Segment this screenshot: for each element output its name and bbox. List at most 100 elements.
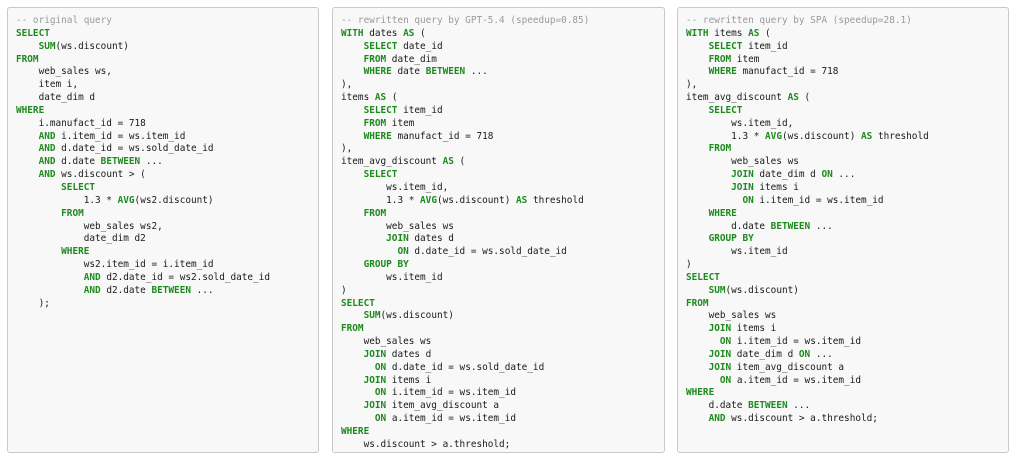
code-text: a.item_id = ws.item_id <box>386 413 516 425</box>
code-line: SELECT <box>16 182 318 195</box>
code-text: item_avg_discount a <box>731 361 845 373</box>
code-text: item_avg_discount <box>686 92 788 104</box>
code-text <box>16 246 61 257</box>
sql-keyword: FROM <box>363 207 387 219</box>
code-text: date_id <box>397 40 443 52</box>
code-text <box>686 349 709 360</box>
code-text: (ws2.discount) <box>134 194 214 206</box>
code-line: GROUP BY <box>341 259 664 272</box>
code-text <box>686 54 709 65</box>
code-text: threshold <box>527 194 584 206</box>
code-line: ) <box>686 259 1008 272</box>
code-line: ON i.item_id = ws.item_id <box>686 195 1008 208</box>
sql-function: SUM <box>708 284 726 296</box>
code-line: WHERE <box>16 105 318 118</box>
code-text: item_id <box>742 40 788 52</box>
sql-keyword: JOIN <box>708 348 732 360</box>
panel-gpt-rewrite: -- rewritten query by GPT-5.4 (speedup=0… <box>332 7 665 453</box>
code-text: ( <box>798 92 811 104</box>
sql-keyword: JOIN <box>731 169 754 181</box>
code-text <box>686 208 709 219</box>
code-text: web_sales ws, <box>16 66 112 78</box>
code-line: WHERE <box>686 387 1008 400</box>
code-text <box>341 259 364 270</box>
code-line: SUM(ws.discount) <box>16 41 318 54</box>
code-text: a.item_id = ws.item_id <box>731 374 861 386</box>
code-text <box>16 285 84 296</box>
sql-function: AVG <box>117 194 135 206</box>
code-line: JOIN item_avg_discount a <box>341 400 664 413</box>
sql-function: AVG <box>420 194 437 206</box>
code-line: item i, <box>16 79 318 92</box>
code-text: ws.discount > a.threshold; <box>341 438 511 450</box>
code-line: item_avg_discount AS ( <box>341 156 664 169</box>
code-line: ), <box>341 143 664 156</box>
code-text <box>686 323 709 334</box>
code-text: item <box>731 53 760 65</box>
sql-keyword: GROUP BY <box>363 259 409 271</box>
code-line: web_sales ws <box>686 310 1008 323</box>
code-line: SELECT item_id <box>341 105 664 118</box>
code-line: AND ws.discount > ( <box>16 169 318 182</box>
code-text <box>341 349 364 360</box>
code-text: ); <box>16 297 50 309</box>
code-line: ), <box>686 79 1008 92</box>
sql-keyword: SELECT <box>341 297 375 309</box>
code-text <box>341 413 375 424</box>
code-block: WITH items AS ( SELECT item_id FROM item… <box>686 28 1008 426</box>
code-line: web_sales ws <box>686 156 1008 169</box>
sql-keyword: WHERE <box>61 246 90 258</box>
code-text <box>341 131 364 142</box>
code-text <box>686 41 709 52</box>
code-block: WITH dates AS ( SELECT date_id FROM date… <box>341 28 664 452</box>
sql-keyword: AND <box>38 156 56 168</box>
code-text: ( <box>386 92 398 104</box>
sql-keyword: JOIN <box>708 361 732 373</box>
code-text <box>341 310 364 321</box>
sql-keyword: JOIN <box>363 348 387 360</box>
code-text <box>686 66 709 77</box>
code-line: 1.3 * AVG(ws2.discount) <box>16 195 318 208</box>
sql-keyword: ON <box>742 194 754 206</box>
code-text: dates <box>363 27 404 39</box>
code-text: d.date_id = ws.sold_date_id <box>386 361 545 373</box>
code-line: FROM item <box>686 54 1008 67</box>
sql-keyword: ON <box>397 246 409 258</box>
code-text <box>341 41 364 52</box>
code-text <box>686 143 709 154</box>
code-text: ws.item_id <box>341 271 443 283</box>
code-line: AND d.date_id = ws.sold_date_id <box>16 143 318 156</box>
sql-keyword: AND <box>38 169 56 181</box>
sql-keyword: AND <box>83 284 101 296</box>
code-line: AND ws.discount > a.threshold; <box>686 413 1008 426</box>
code-text: d.date <box>686 220 771 232</box>
code-line: WHERE <box>686 208 1008 221</box>
code-line: FROM <box>16 54 318 67</box>
code-text <box>686 336 720 347</box>
sql-keyword: AND <box>708 413 726 425</box>
code-text <box>341 233 386 244</box>
code-text <box>16 272 84 283</box>
code-line: WITH dates AS ( <box>341 28 664 41</box>
code-line: WHERE manufact_id = 718 <box>686 66 1008 79</box>
code-text: ... <box>140 156 163 168</box>
sql-keyword: SELECT <box>61 181 96 193</box>
sql-keyword: WITH <box>686 27 709 39</box>
code-text: web_sales ws <box>341 220 454 232</box>
sql-keyword: AND <box>38 143 56 155</box>
code-text: i.item_id = ws.item_id <box>731 336 861 348</box>
code-line: ON d.date_id = ws.sold_date_id <box>341 362 664 375</box>
code-text <box>686 285 709 296</box>
code-text: d.date_id = ws.sold_date_id <box>55 143 214 155</box>
code-text: items <box>708 27 749 39</box>
code-text <box>341 208 364 219</box>
code-text: d2.date_id = ws2.sold_date_id <box>100 271 270 283</box>
code-text: item i, <box>16 79 79 91</box>
code-line: JOIN item_avg_discount a <box>686 362 1008 375</box>
sql-keyword: FROM <box>61 207 84 219</box>
sql-function: SUM <box>363 310 381 322</box>
code-line: d.date BETWEEN ... <box>686 400 1008 413</box>
code-line: 1.3 * AVG(ws.discount) AS threshold <box>686 131 1008 144</box>
code-text: i.item_id = ws.item_id <box>386 387 516 399</box>
code-line: WHERE <box>16 246 318 259</box>
